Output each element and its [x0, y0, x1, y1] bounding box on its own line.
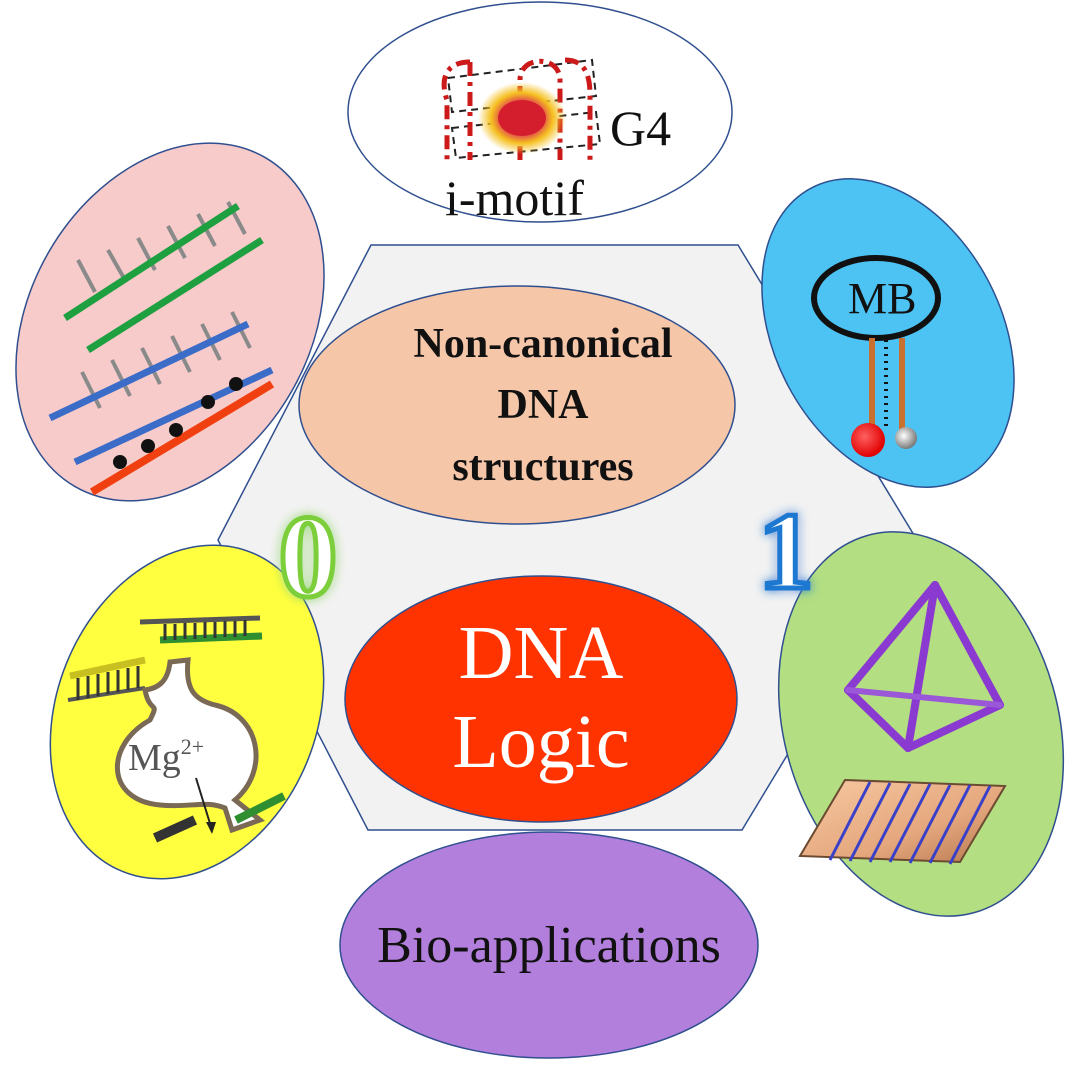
dna-tetrahedron-icon — [844, 581, 1004, 752]
digit-zero: 0 — [279, 491, 338, 622]
molecular-beacon-icon — [811, 255, 941, 457]
dna-ladder-panel — [15, 142, 325, 502]
dna-logic-line2: Logic — [452, 700, 629, 784]
dna-logic-panel: DNA Logic — [344, 575, 738, 823]
digit-one: 1 — [759, 490, 814, 612]
bio-applications-panel: Bio-applications — [339, 831, 759, 1059]
non-canonical-line1: Non-canonical — [413, 321, 672, 367]
mg-label: Mg2+ — [128, 734, 204, 779]
non-canonical-panel: Non-canonical DNA structures — [298, 285, 736, 525]
dna-triplex-icon — [48, 311, 275, 496]
non-canonical-line2: DNA — [498, 382, 590, 428]
dna-origami-icon — [798, 778, 1007, 865]
g4-label: G4 — [610, 100, 671, 156]
dna-duplex-icon — [63, 201, 264, 353]
dna-logic-line1: DNA — [459, 611, 624, 695]
g4-structure-icon — [441, 57, 602, 160]
mg-dnazyme-icon — [67, 615, 286, 843]
mb-label: MB — [848, 274, 916, 323]
bio-applications-label: Bio-applications — [377, 917, 721, 974]
g4-imotif-panel: G4 i-motif — [347, 1, 733, 226]
non-canonical-line3: structures — [452, 444, 633, 490]
molecular-beacon-panel — [761, 178, 1015, 488]
imotif-label: i-motif — [445, 170, 584, 226]
